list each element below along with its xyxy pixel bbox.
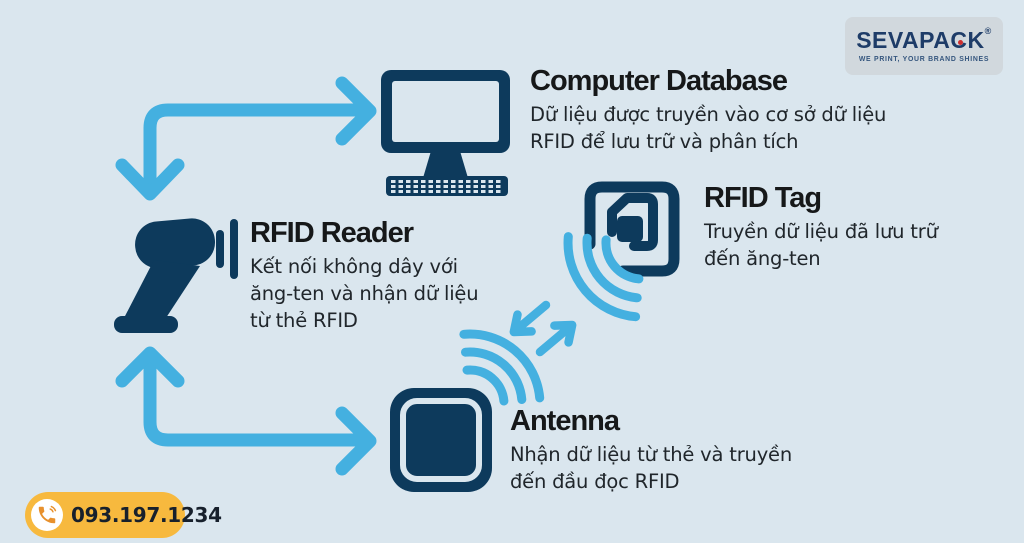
antenna-icon: [390, 388, 492, 492]
antenna-label: Antenna Nhận dữ liệu từ thẻ và truyền đế…: [510, 406, 792, 496]
rfid-reader-desc: Kết nối không dây với ăng-ten và nhận dữ…: [250, 255, 479, 333]
computer-database-label: Computer Database Dữ liệu được truyền và…: [530, 66, 886, 156]
phone-badge: 093.197.1234: [25, 492, 222, 538]
arrow-reader-to-computer: [115, 76, 377, 201]
logo-text-pre: SEVAPA: [856, 27, 951, 53]
rfid-tag-desc: Truyền dữ liệu đã lưu trữ đến ăng-ten: [704, 220, 938, 271]
rfid-tag-signal-waves-icon: [563, 232, 644, 322]
antenna-signal-waves-icon: [459, 329, 545, 406]
arrow-reader-to-antenna: [115, 346, 377, 476]
logo-letter-c: C: [950, 29, 967, 52]
rfid-tag-label: RFID Tag Truyền dữ liệu đã lưu trữ đến ă…: [704, 183, 938, 273]
rfid-reader-label: RFID Reader Kết nối không dây với ăng-te…: [250, 217, 479, 335]
computer-database-desc: Dữ liệu được truyền vào cơ sở dữ liệu RF…: [530, 103, 887, 154]
logo-tagline: WE PRINT, YOUR BRAND SHINES: [858, 56, 990, 63]
arrow-antenna-to-tag: [535, 320, 577, 357]
exchange-arrows: [509, 300, 577, 357]
computer-icon: [381, 70, 510, 196]
sevapack-logo: SEVAPACK® WE PRINT, YOUR BRAND SHINES: [845, 17, 1003, 75]
antenna-title: Antenna: [510, 405, 620, 437]
rfid-tag-icon: [584, 181, 680, 277]
arrow-tag-to-antenna: [509, 300, 551, 337]
logo-red-dot-icon: [957, 39, 963, 45]
registered-trademark-icon: ®: [984, 26, 992, 36]
phone-icon-circle: [31, 499, 63, 531]
sevapack-wordmark: SEVAPACK®: [856, 26, 992, 53]
phone-handset-icon: [38, 505, 57, 524]
phone-number: 093.197.1234: [71, 503, 222, 527]
rfid-reader-icon: [114, 218, 238, 333]
computer-database-title: Computer Database: [530, 65, 788, 97]
antenna-desc: Nhận dữ liệu từ thẻ và truyền đến đầu đọ…: [510, 443, 792, 494]
logo-text-post: K: [967, 27, 985, 53]
rfid-reader-title: RFID Reader: [250, 217, 414, 249]
rfid-tag-title: RFID Tag: [704, 182, 822, 214]
